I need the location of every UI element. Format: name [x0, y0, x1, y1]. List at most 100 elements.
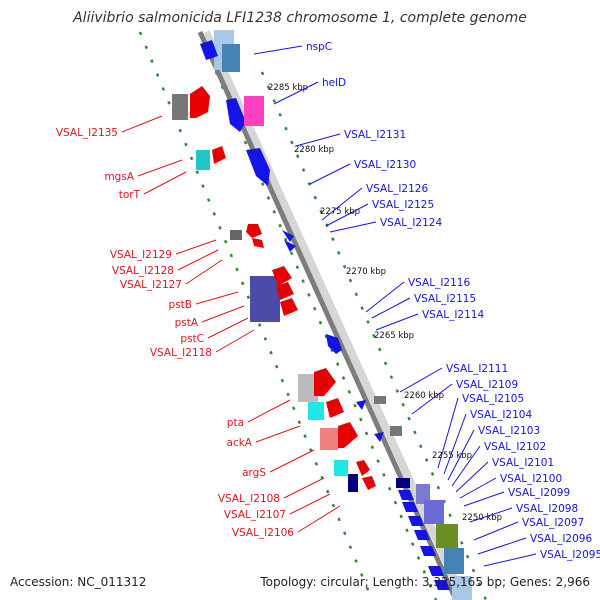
gene-label[interactable]: ackA — [227, 437, 253, 449]
gene-label[interactable]: VSAL_I2111 — [446, 363, 508, 375]
gene-arrow[interactable] — [314, 368, 336, 396]
gene-label[interactable]: VSAL_I2100 — [500, 473, 562, 485]
gene-label[interactable]: VSAL_I2098 — [516, 503, 578, 515]
gene-block[interactable] — [444, 548, 464, 574]
gene-block[interactable] — [424, 500, 444, 524]
gene-arrow[interactable] — [428, 566, 444, 576]
gene-block[interactable] — [436, 524, 458, 548]
leader-line — [185, 259, 223, 285]
gene-arrow[interactable] — [246, 224, 262, 238]
gene-arrow[interactable] — [200, 40, 218, 60]
gene-arrow[interactable] — [414, 530, 430, 540]
gene-block[interactable] — [334, 460, 348, 476]
gene-arrow[interactable] — [276, 282, 294, 300]
gene-arrow[interactable] — [284, 240, 296, 252]
leader-line — [253, 45, 303, 55]
gene-arrow[interactable] — [190, 86, 210, 118]
gene-arrow[interactable] — [408, 516, 424, 526]
leader-line — [207, 317, 249, 339]
gene-arrow[interactable] — [226, 98, 246, 132]
scale-label: 2280 kbp — [294, 145, 334, 155]
gene-label[interactable]: helD — [322, 77, 346, 89]
gene-arrow[interactable] — [356, 460, 370, 476]
gene-label[interactable]: VSAL_I2096 — [530, 533, 592, 545]
gene-block[interactable] — [452, 576, 472, 600]
gene-label[interactable]: argS — [242, 467, 266, 479]
gene-label[interactable]: VSAL_I2095 — [540, 549, 600, 561]
gene-label[interactable]: VSAL_I2104 — [470, 409, 532, 421]
gene-arrow[interactable] — [246, 148, 270, 186]
gene-block[interactable] — [390, 426, 402, 436]
gene-block[interactable] — [244, 96, 264, 126]
leader-line — [365, 281, 405, 313]
gene-label[interactable]: VSAL_I2107 — [224, 509, 286, 521]
gene-block[interactable] — [298, 374, 318, 402]
gene-label[interactable]: VSAL_I2106 — [232, 527, 294, 539]
gene-label[interactable]: VSAL_I2115 — [414, 293, 476, 305]
gene-block[interactable] — [416, 484, 430, 504]
gene-label[interactable]: VSAL_I2097 — [522, 517, 584, 529]
gene-arrow[interactable] — [398, 490, 414, 500]
leader-line — [477, 537, 527, 555]
gene-label[interactable]: VSAL_I2105 — [462, 393, 524, 405]
gene-arrow[interactable] — [252, 238, 264, 248]
gene-label[interactable]: pstC — [180, 333, 204, 345]
gene-arrow[interactable] — [402, 502, 418, 512]
gene-label[interactable]: VSAL_I2114 — [422, 309, 484, 321]
gene-block[interactable] — [230, 230, 242, 240]
gene-block[interactable] — [250, 276, 280, 322]
gene-block[interactable] — [172, 94, 188, 120]
gene-label[interactable]: pstA — [175, 317, 199, 329]
gene-block[interactable] — [320, 428, 338, 450]
leader-line — [399, 367, 443, 393]
gene-label[interactable]: VSAL_I2101 — [492, 457, 554, 469]
gene-arrow[interactable] — [356, 400, 366, 410]
gene-label[interactable]: VSAL_I2108 — [218, 493, 280, 505]
gene-label[interactable]: VSAL_I2099 — [508, 487, 570, 499]
gene-label[interactable]: VSAL_I2129 — [110, 249, 172, 261]
gene-arrow[interactable] — [282, 230, 294, 242]
gene-label[interactable]: pstB — [169, 299, 192, 311]
leader-line — [289, 493, 331, 515]
gene-label[interactable]: VSAL_I2135 — [56, 127, 118, 139]
leader-line — [121, 115, 163, 133]
accession-text: Accession: NC_011312 — [10, 575, 146, 589]
gene-label[interactable]: VSAL_I2118 — [150, 347, 212, 359]
gene-label[interactable]: VSAL_I2125 — [372, 199, 434, 211]
gene-arrow[interactable] — [374, 432, 384, 442]
gene-label[interactable]: VSAL_I2128 — [112, 265, 174, 277]
map-title: Aliivibrio salmonicida LFI1238 chromosom… — [72, 10, 527, 26]
gene-label[interactable]: VSAL_I2127 — [120, 279, 182, 291]
gene-label[interactable]: VSAL_I2130 — [354, 159, 416, 171]
gene-arrow[interactable] — [280, 298, 298, 316]
gene-label[interactable]: mgsA — [104, 171, 134, 183]
gene-block[interactable] — [222, 44, 240, 72]
gene-arrow[interactable] — [338, 422, 358, 448]
gene-block[interactable] — [374, 396, 386, 404]
leader-line — [325, 203, 369, 227]
gene-label[interactable]: VSAL_I2109 — [456, 379, 518, 391]
gene-label[interactable]: VSAL_I2103 — [478, 425, 540, 437]
gene-arrow[interactable] — [326, 398, 344, 418]
gene-block[interactable] — [196, 150, 210, 170]
gene-arrow[interactable] — [362, 476, 376, 490]
scale-label: 2265 kbp — [374, 331, 414, 341]
gene-block[interactable] — [396, 478, 410, 488]
gene-label[interactable]: VSAL_I2131 — [344, 129, 406, 141]
gene-arrow[interactable] — [420, 546, 436, 556]
gene-arrow[interactable] — [434, 580, 450, 590]
leader-line — [175, 239, 217, 255]
gene-arrow[interactable] — [212, 146, 226, 164]
gene-label[interactable]: pta — [227, 417, 244, 429]
gene-label[interactable]: VSAL_I2116 — [408, 277, 470, 289]
gene-block[interactable] — [308, 402, 324, 420]
gene-block[interactable] — [348, 474, 358, 492]
gene-label[interactable]: VSAL_I2124 — [380, 217, 442, 229]
gene-arrow[interactable] — [272, 266, 292, 286]
gene-arrow[interactable] — [326, 334, 342, 354]
gene-label[interactable]: VSAL_I2126 — [366, 183, 428, 195]
gene-label[interactable]: VSAL_I2102 — [484, 441, 546, 453]
gene-label[interactable]: nspC — [306, 41, 332, 53]
scale-label: 2270 kbp — [346, 267, 386, 277]
gene-label[interactable]: torT — [119, 189, 141, 201]
